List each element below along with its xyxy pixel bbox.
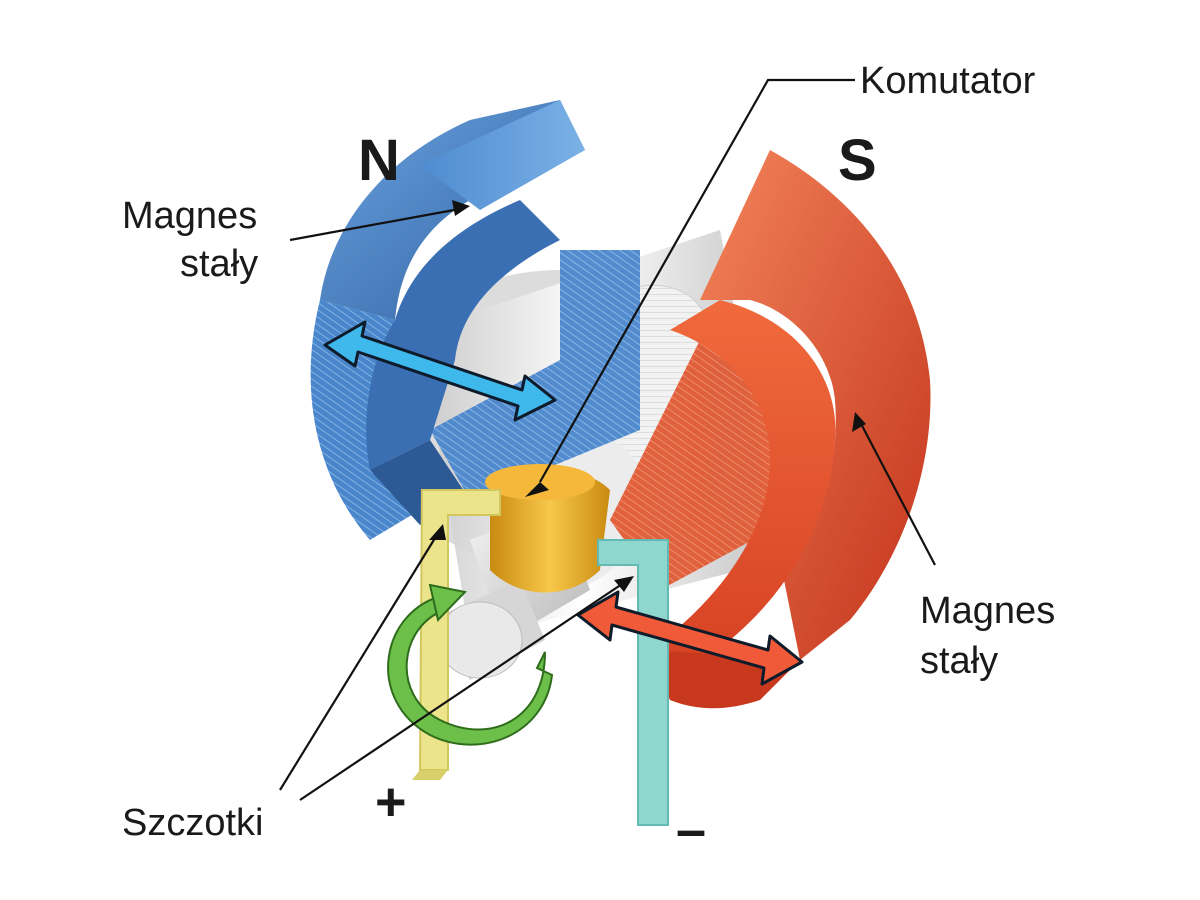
label-komutator: Komutator: [860, 60, 1036, 102]
armature-winding-red: [610, 330, 790, 590]
label-minus: –: [676, 800, 706, 860]
leader-lines: [279, 78, 936, 801]
pole-label-south: S: [838, 128, 877, 193]
leader-arrowheads: [429, 200, 866, 592]
label-plus: +: [375, 772, 407, 832]
double-arrow-orange-icon: [576, 590, 804, 686]
leader-szczotki-1: [279, 529, 441, 791]
pole-label-north: N: [358, 128, 400, 193]
label-magnes-right-line1: Magnes: [920, 590, 1055, 632]
label-szczotki: Szczotki: [122, 802, 263, 844]
brush-negative: [597, 539, 669, 826]
brush-positive: [412, 489, 501, 780]
label-magnes-left-line2: stały: [180, 243, 258, 285]
rotation-arrow-icon: [387, 583, 554, 746]
leader-magnes-right: [857, 417, 936, 566]
label-magnes-left-line1: Magnes: [122, 195, 257, 237]
leader-szczotki-2: [299, 579, 629, 801]
label-magnes-right-line2: stały: [920, 640, 998, 682]
armature-winding-blue: [430, 250, 640, 500]
double-arrow-blue-icon: [323, 320, 557, 422]
leader-komutator: [539, 78, 855, 483]
commutator: [485, 464, 610, 593]
leader-magnes-left: [289, 206, 466, 242]
